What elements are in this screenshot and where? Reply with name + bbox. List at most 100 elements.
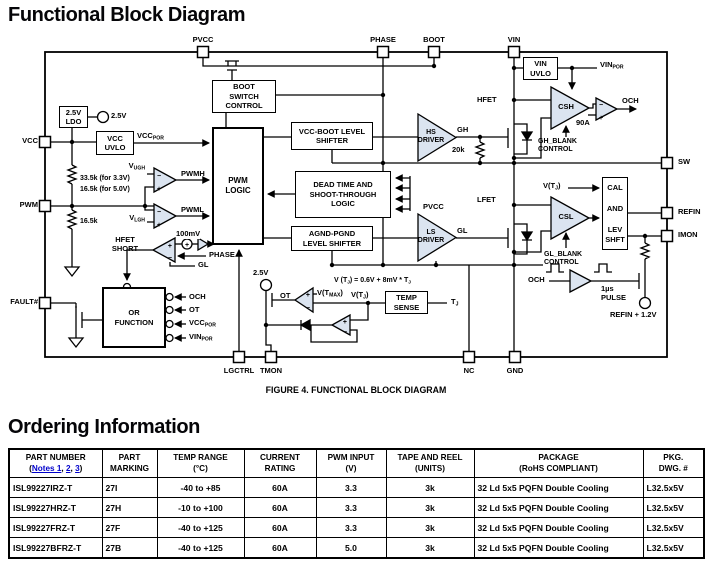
svg-text:+: + — [343, 319, 347, 326]
pwml-label: PWML — [181, 205, 204, 214]
tj-output-label: TJ — [451, 297, 459, 308]
cell-package: 32 Ld 5x5 PQFN Double Cooling — [473, 537, 644, 559]
block-pwm-logic: PWM LOGIC — [212, 127, 264, 245]
divider-top-value-5v0: 16.5k (for 5.0V) — [80, 186, 130, 193]
divider-top-value-3v3: 33.5k (for 3.3V) — [80, 175, 130, 182]
cell-current-rating: 60A — [243, 517, 317, 539]
ot-comparator-icon — [293, 286, 314, 314]
clamp-diode-icon — [299, 318, 332, 332]
offset-buffer-icon — [197, 236, 210, 252]
ground-icon — [63, 266, 81, 278]
block-or-function: OR FUNCTION — [102, 287, 166, 348]
cell-temp-range: -40 to +125 — [156, 537, 245, 559]
20k-resistor-label: 20k — [452, 145, 465, 155]
cell-part-marking: 27I — [101, 477, 158, 499]
pin-tmon — [264, 350, 278, 364]
ls-driver-pvcc-label: PVCC — [423, 202, 444, 211]
pin-label-imon: IMON — [678, 230, 698, 239]
svg-text:−: − — [343, 329, 347, 336]
hfet-short-label: HFET SHORT — [111, 235, 139, 253]
cell-pwm-input: 3.3 — [315, 517, 387, 539]
cell-pwm-input: 3.3 — [315, 477, 387, 499]
note-3-link[interactable]: 3 — [75, 463, 80, 473]
1us-pulse-label: 1µs PULSE — [601, 284, 627, 302]
col-header-pkg-dwg: PKG.DWG. # — [642, 448, 705, 479]
cell-current-rating: 60A — [243, 497, 317, 519]
svg-text:−: − — [599, 102, 603, 109]
fault-mosfet-icon — [75, 306, 102, 334]
pin-label-vin: VIN — [507, 35, 521, 44]
hfet-mosfet-icon — [507, 118, 534, 163]
pin-imon — [660, 229, 674, 243]
temp-equation-label: V (TJ) = 0.6V + 8mV * TJ — [334, 277, 411, 286]
cell-pwm-input: 3.3 — [315, 497, 387, 519]
cell-tape-reel: 3k — [385, 477, 475, 499]
hs-driver-label: HS DRIVER — [417, 129, 445, 145]
boot-switch-mosfet-icon — [225, 60, 239, 80]
vlgh-label: VLGH — [129, 213, 145, 224]
pin-pvcc — [196, 45, 210, 59]
refin-plus-1v2-label: REFIN + 1.2V — [610, 310, 657, 319]
ot-2v5-terminal-icon — [259, 278, 273, 292]
ordering-information-title: Ordering Information — [8, 416, 201, 438]
refin-1v2-terminal-icon — [638, 296, 652, 310]
cell-part-marking: 27F — [101, 517, 158, 539]
svg-text:−: − — [157, 209, 161, 216]
csl-label: CSL — [558, 212, 574, 221]
or-input-vccpor-label: VCCPOR — [189, 318, 216, 329]
cell-part-marking: 27H — [101, 497, 158, 519]
cell-pkg-dwg: L32.5x5V — [642, 537, 705, 559]
imon-resistor-icon — [639, 236, 651, 266]
table-row: ISL99227BFRZ-T 27B -40 to +125 60A 5.0 3… — [8, 537, 705, 559]
col-header-tape-reel: TAPE AND REEL(UNITS) — [385, 448, 475, 479]
block-agnd-pgnd-shifter: AGND-PGND LEVEL SHIFTER — [291, 226, 373, 251]
ground-icon — [67, 337, 85, 349]
pin-refin — [660, 206, 674, 220]
pin-label-fault: FAULT# — [10, 297, 38, 306]
note-2-link[interactable]: 2 — [65, 463, 71, 473]
block-vcc-uvlo: VCC UVLO — [96, 131, 134, 155]
cell-part-number: ISL99227BFRZ-T — [8, 537, 103, 559]
block-vin-uvlo: VIN UVLO — [523, 57, 558, 80]
ot-signal-label: OT — [280, 291, 291, 300]
gl-label: GL — [457, 226, 468, 235]
hfet-label: HFET — [477, 95, 497, 104]
note-1-link[interactable]: Notes 1 — [31, 463, 62, 473]
pwmh-comparator-icon — [153, 166, 178, 194]
cell-package: 32 Ld 5x5 PQFN Double Cooling — [473, 497, 644, 519]
svg-text:+: + — [599, 115, 603, 122]
pin-label-refin: REFIN — [678, 207, 701, 216]
pwml-comparator-icon — [153, 202, 178, 230]
phase-feedback-label: PHASE — [209, 250, 235, 260]
pin-label-lgctrl: LGCTRL — [223, 366, 255, 375]
svg-text:+: + — [157, 222, 161, 229]
och-pulse-buffer-icon — [569, 268, 593, 294]
pulse-waveform-icon — [546, 263, 564, 273]
offset-100mv-label: 100mV — [176, 229, 201, 239]
pin-vin — [507, 45, 521, 59]
pulse-waveform-icon — [594, 263, 612, 273]
cell-part-number: ISL99227IRZ-T — [8, 477, 103, 499]
block-vcc-boot-level-shifter: VCC-BOOT LEVEL SHIFTER — [291, 122, 373, 150]
pin-label-sw: SW — [678, 157, 691, 166]
cell-tape-reel: 3k — [385, 537, 475, 559]
pwmh-label: PWMH — [181, 169, 205, 178]
svg-text:−: − — [168, 255, 172, 262]
block-boot-switch-control: BOOT SWITCH CONTROL — [212, 80, 276, 113]
package-pins — [38, 45, 674, 364]
pin-label-gnd: GND — [506, 366, 524, 375]
cell-pkg-dwg: L32.5x5V — [642, 517, 705, 539]
block-cal-lev-shft: CAL AND LEV SHFT — [602, 177, 628, 250]
cell-pkg-dwg: L32.5x5V — [642, 477, 705, 499]
pin-label-tmon: TMON — [259, 366, 283, 375]
svg-text:−: − — [157, 173, 161, 180]
svg-text:+: + — [168, 243, 172, 250]
vtmax-label: V(TMAX) — [317, 288, 343, 299]
cell-package: 32 Ld 5x5 PQFN Double Cooling — [473, 477, 644, 499]
col-header-pwm-input: PWM INPUT(V) — [315, 448, 387, 479]
svg-text:+: + — [185, 242, 189, 249]
och-pulse-input-label: OCH — [528, 275, 545, 284]
cell-current-rating: 60A — [243, 477, 317, 499]
